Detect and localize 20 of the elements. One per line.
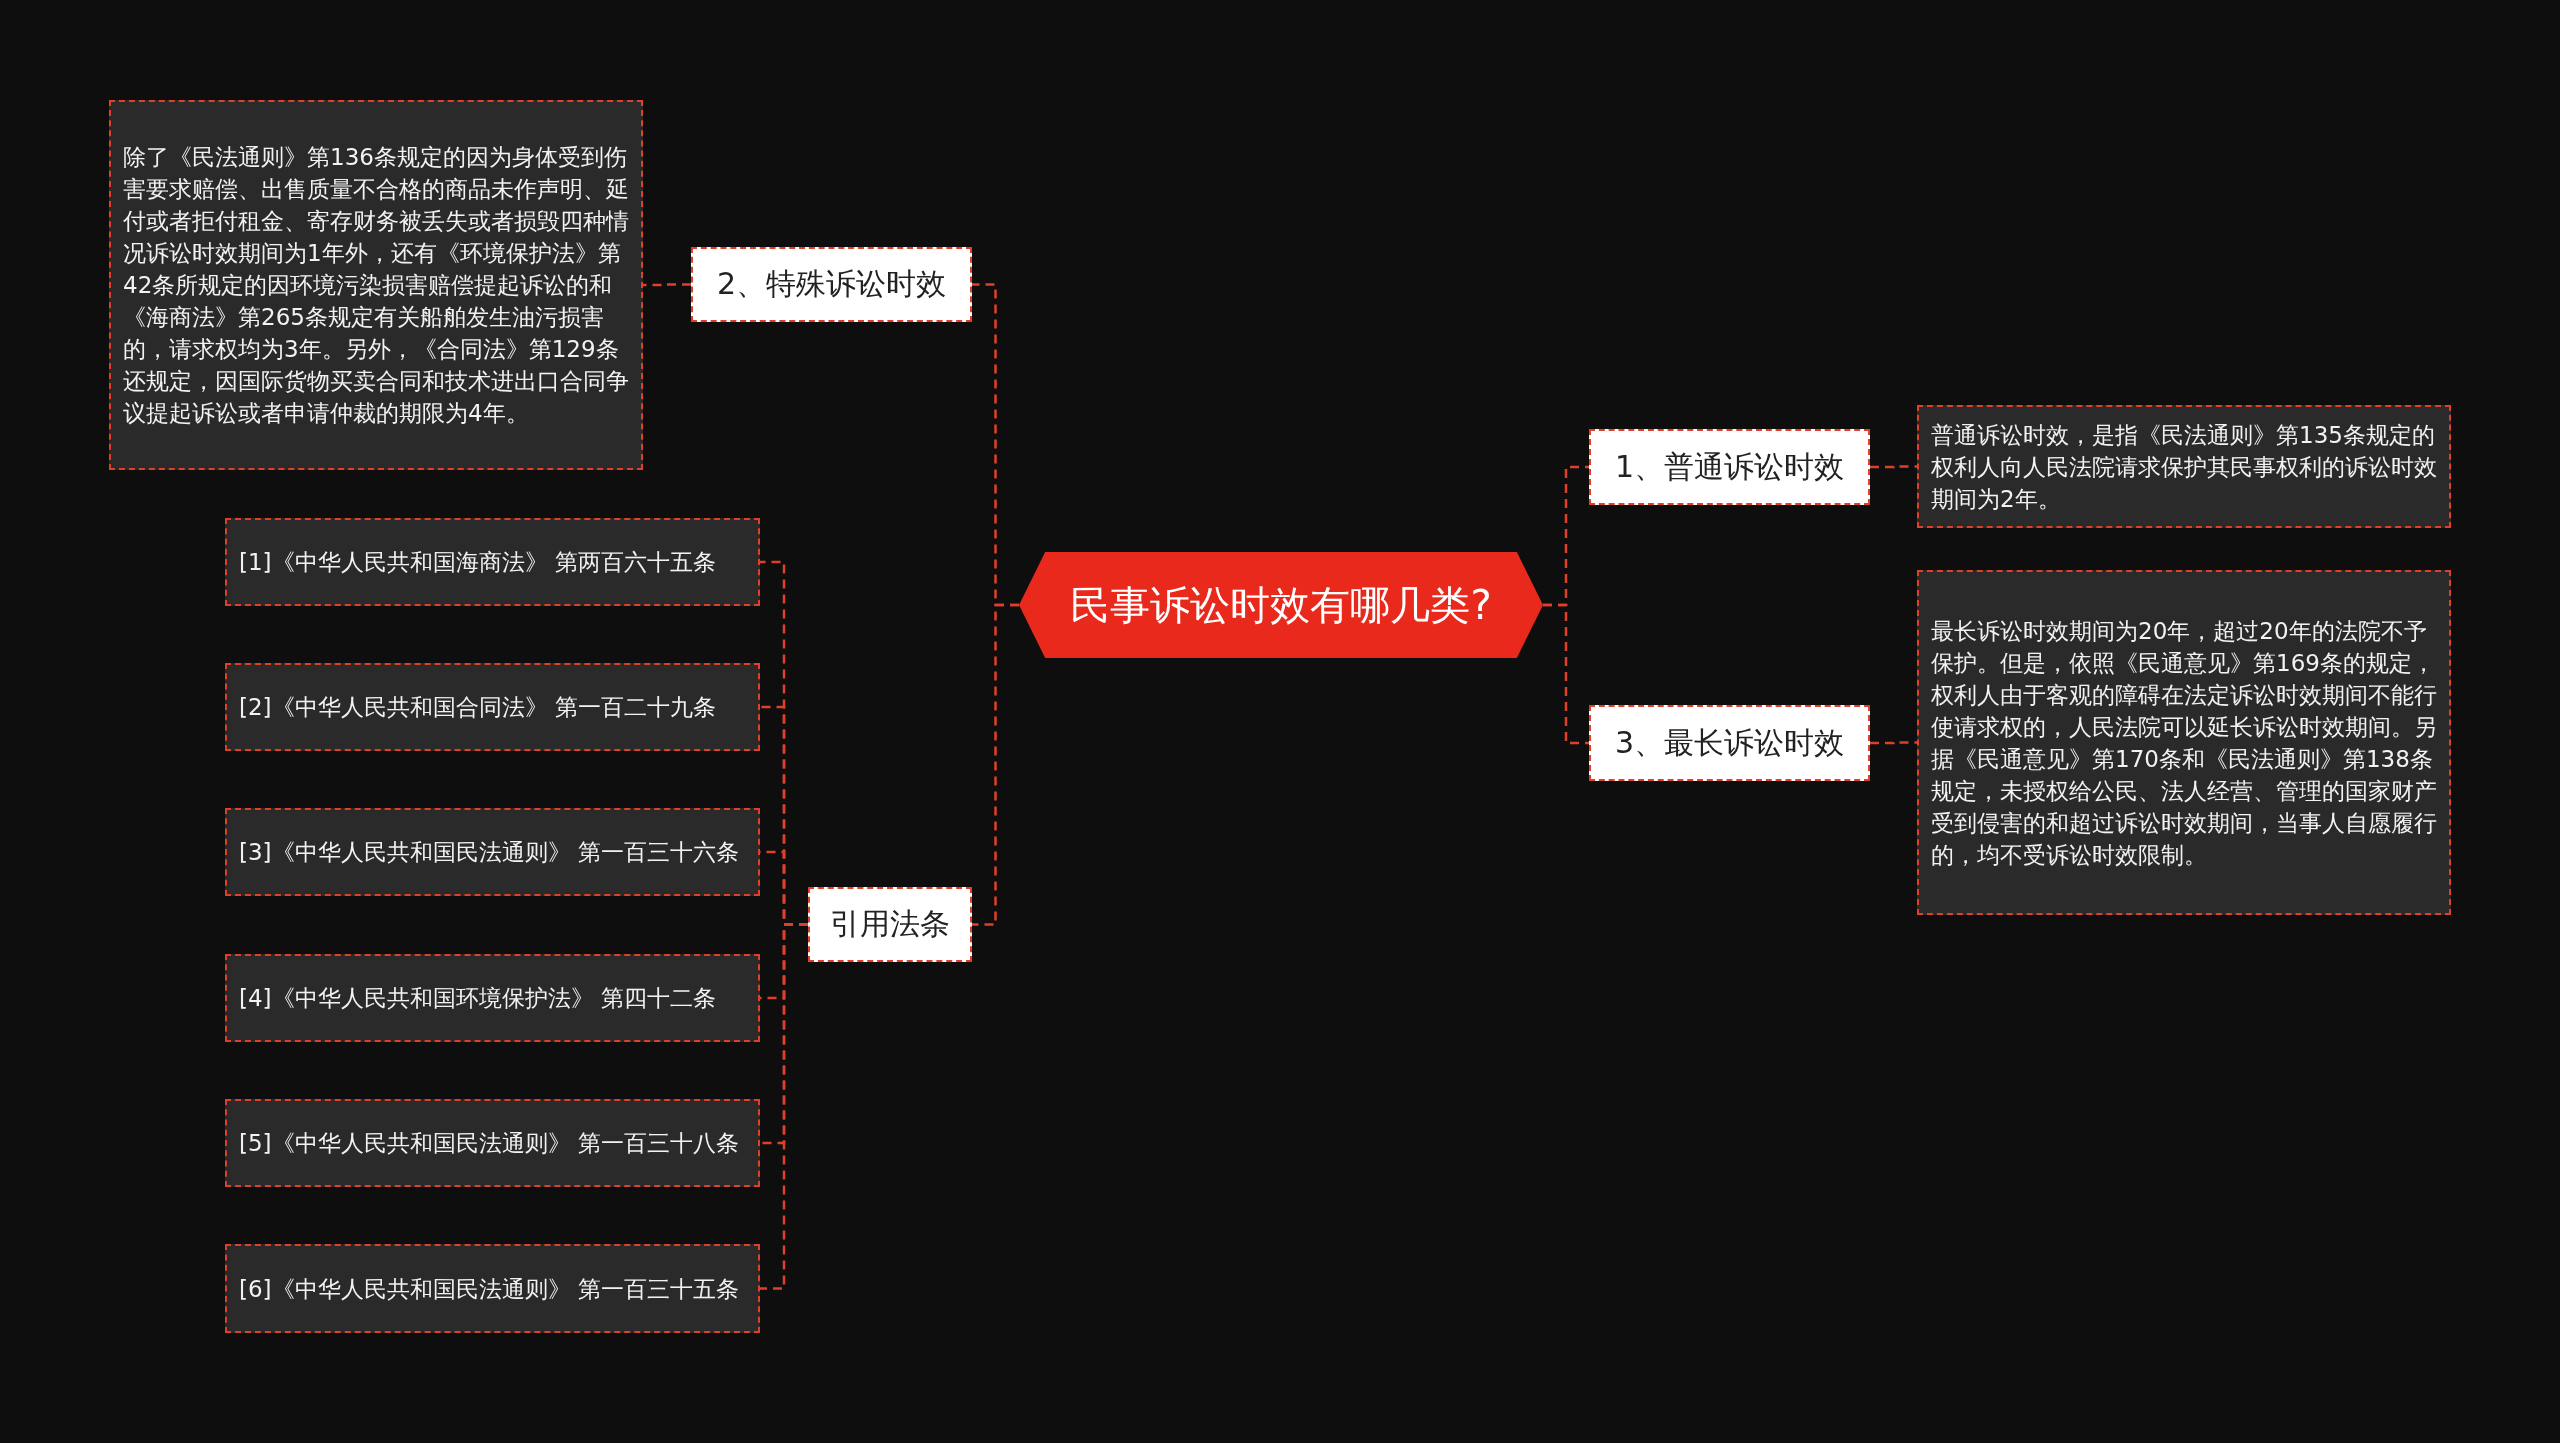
branch-topic: 引用法条	[808, 887, 972, 962]
branch-topic: 1、普通诉讼时效	[1589, 429, 1870, 505]
branch-topic: 2、特殊诉讼时效	[691, 247, 972, 322]
citation-card: [1]《中华人民共和国海商法》 第两百六十五条	[225, 518, 760, 606]
citation-card: [3]《中华人民共和国民法通则》 第一百三十六条	[225, 808, 760, 896]
citation-card: [4]《中华人民共和国环境保护法》 第四十二条	[225, 954, 760, 1042]
connector-line	[1870, 741, 1917, 745]
connector-line	[1543, 603, 1589, 745]
citation-card: [5]《中华人民共和国民法通则》 第一百三十八条	[225, 1099, 760, 1187]
note-card: 最长诉讼时效期间为20年，超过20年的法院不予保护。但是，依照《民通意见》第169条的规定，权利人由于客观的障碍在法定诉讼时效期间不能行使请求权的，人民法院可以延长诉讼时效期间。另据《民通意见》第170条和《民法通则》第138条规定，未授权给公民、法人经营、管理的国家财产受到侵害的和超过诉讼时效期间，当事人自愿履行的，均不受诉讼时效限制。	[1917, 570, 2451, 915]
connector-line	[760, 923, 808, 1290]
note-card: 除了《民法通则》第136条规定的因为身体受到伤害要求赔偿、出售质量不合格的商品未作声明、延付或者拒付租金、寄存财务被丢失或者损毁四种情况诉讼时效期间为1年外，还有《环境保护法》第42条所规定的因环境污染损害赔偿提起诉讼的和《海商法》第265条规定有关船舶发生油污损害的，请求权均为3年。另外，《合同法》第129条还规定，因国际货物买卖合同和技术进出口合同争议提起诉讼或者申请仲裁的期限为4年。	[109, 100, 643, 470]
connector-line	[643, 283, 691, 287]
connector-line	[972, 603, 1019, 926]
citation-card: [2]《中华人民共和国合同法》 第一百二十九条	[225, 663, 760, 751]
branch-topic: 3、最长诉讼时效	[1589, 705, 1870, 781]
connector-line	[1870, 465, 1917, 469]
citation-card: [6]《中华人民共和国民法通则》 第一百三十五条	[225, 1244, 760, 1333]
note-card: 普通诉讼时效，是指《民法通则》第135条规定的权利人向人民法院请求保护其民事权利的诉讼时效期间为2年。	[1917, 405, 2451, 528]
central-topic: 民事诉讼时效有哪几类?	[1019, 552, 1543, 658]
